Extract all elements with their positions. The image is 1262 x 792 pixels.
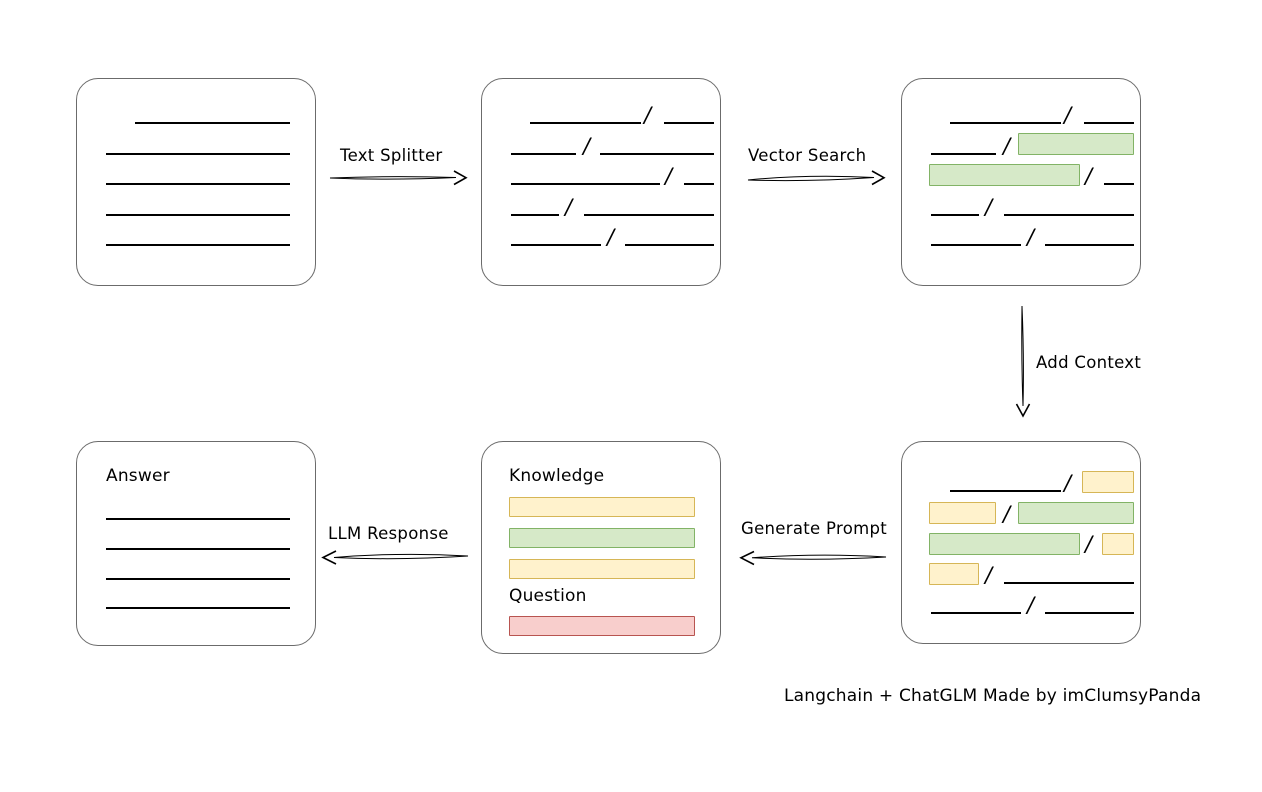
chunk-row-1-slash: / [644,103,652,127]
answer-body: Answer [77,442,315,645]
chunk-row-3-left [511,183,660,185]
chunk-row-2-left [511,153,576,155]
node-source-document[interactable] [76,78,316,286]
context-row-4-right [1004,582,1134,584]
chunk-row-3-slash: / [665,164,673,188]
chunk-row-4-slash: / [565,195,573,219]
prompt-body: Knowledge Question [482,442,720,653]
match-row-1-right [1084,122,1134,124]
edge-arrow-add-context [1015,305,1031,418]
match-row-4-right [1004,214,1134,216]
split-chunks-body: / / / / / [482,79,720,285]
chunk-row-5-slash: / [607,225,615,249]
context-row-4-left-highlight[interactable] [929,563,979,585]
match-row-5-right [1045,244,1134,246]
knowledge-label: Knowledge [509,466,605,486]
edge-arrow-vector-search [747,170,886,186]
answer-line-2 [106,548,290,550]
chunk-row-5-right [625,244,714,246]
node-context-added[interactable]: / / / / / [901,441,1141,644]
context-row-5-right [1045,612,1134,614]
node-split-chunks[interactable]: / / / / / [481,78,721,286]
context-added-body: / / / / / [902,442,1140,643]
match-row-1-left [950,122,1061,124]
question-bar-1[interactable] [509,616,695,636]
knowledge-bar-1[interactable] [509,497,695,517]
document-line-4 [106,214,290,216]
vector-matches-body: / / / / / [902,79,1140,285]
node-answer[interactable]: Answer [76,441,316,646]
match-row-1-slash: / [1064,103,1072,127]
match-row-2-right-highlight[interactable] [1018,133,1134,155]
context-row-1-slash: / [1064,471,1072,495]
match-row-3-right [1104,183,1134,185]
context-row-1-left [950,490,1061,492]
context-row-3-slash: / [1085,532,1093,556]
chunk-row-1-right [664,122,714,124]
chunk-row-4-left [511,214,559,216]
context-row-2-slash: / [1003,502,1011,526]
edge-arrow-llm-response [321,550,469,565]
context-row-5-slash: / [1027,593,1035,617]
context-row-4-slash: / [985,563,993,587]
chunk-row-2-slash: / [583,134,591,158]
document-line-2 [106,153,290,155]
match-row-2-left [931,153,996,155]
context-row-5-left [931,612,1021,614]
node-prompt[interactable]: Knowledge Question [481,441,721,654]
edge-label-generate-prompt: Generate Prompt [741,519,887,538]
edge-label-text-splitter: Text Splitter [340,146,443,165]
node-vector-matches[interactable]: / / / / / [901,78,1141,286]
match-row-3-left-highlight[interactable] [929,164,1080,186]
question-label: Question [509,586,587,606]
edge-label-llm-response: LLM Response [328,524,449,543]
chunk-row-2-right [600,153,714,155]
answer-line-1 [106,518,290,520]
knowledge-bar-2[interactable] [509,528,695,548]
diagram-caption: Langchain + ChatGLM Made by imClumsyPand… [784,686,1202,706]
chunk-row-5-left [511,244,601,246]
edge-arrow-text-splitter [329,170,468,186]
answer-line-3 [106,578,290,580]
chunk-row-4-right [584,214,714,216]
context-row-2-right-highlight[interactable] [1018,502,1134,524]
document-line-1 [135,122,290,124]
match-row-3-slash: / [1085,164,1093,188]
answer-line-4 [106,607,290,609]
edge-label-vector-search: Vector Search [748,146,867,165]
chunk-row-3-right [684,183,714,185]
source-document-body [77,79,315,285]
document-line-3 [106,183,290,185]
context-row-2-left-highlight[interactable] [929,502,996,524]
context-row-1-right-highlight[interactable] [1082,471,1134,493]
chunk-row-1-left [530,122,641,124]
match-row-5-slash: / [1027,225,1035,249]
edge-label-add-context: Add Context [1036,353,1142,372]
match-row-2-slash: / [1003,134,1011,158]
edge-arrow-generate-prompt [739,550,887,566]
document-line-5 [106,244,290,246]
match-row-5-left [931,244,1021,246]
match-row-4-left [931,214,979,216]
knowledge-bar-3[interactable] [509,559,695,579]
match-row-4-slash: / [985,195,993,219]
context-row-3-left-highlight[interactable] [929,533,1080,555]
answer-label: Answer [106,466,170,486]
context-row-3-right-highlight[interactable] [1102,533,1134,555]
